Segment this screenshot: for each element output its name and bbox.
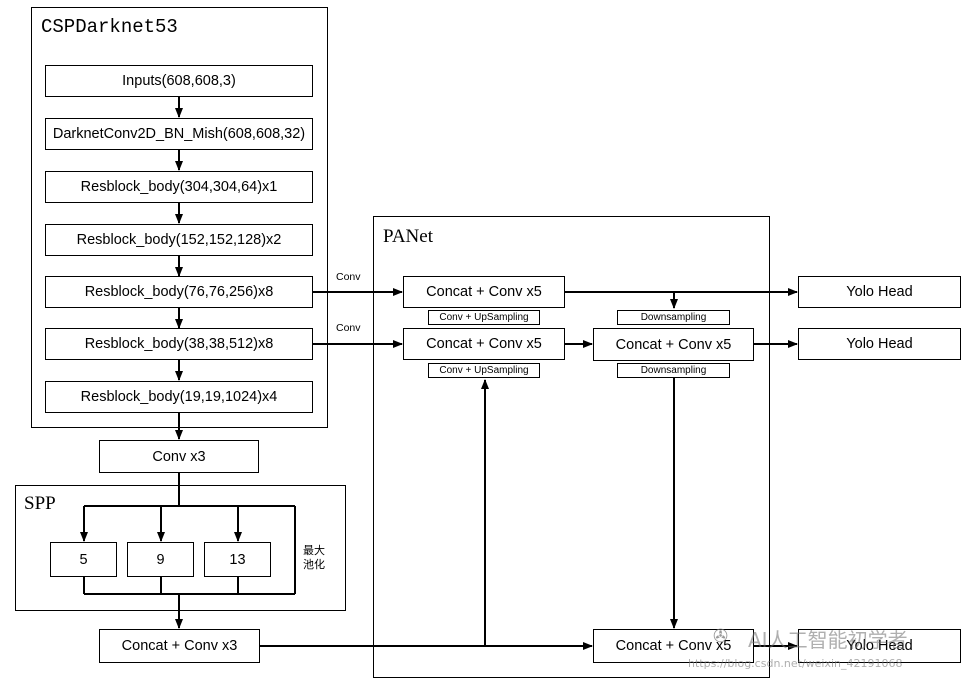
cspdarknet53-title: CSPDarknet53 (41, 16, 178, 38)
backbone-block-resblock-3: Resblock_body(76,76,256)x8 (45, 276, 313, 308)
maxpool-13: 13 (204, 542, 271, 577)
panet-conv-upsampling-1: Conv + UpSampling (428, 310, 540, 325)
yolo-head-3: Yolo Head (798, 629, 961, 663)
backbone-block-resblock-2: Resblock_body(152,152,128)x2 (45, 224, 313, 256)
yolo-head-2: Yolo Head (798, 328, 961, 360)
panet-conv-upsampling-2: Conv + UpSampling (428, 363, 540, 378)
panet-concat-right-mid: Concat + Conv x5 (593, 328, 754, 361)
watermark-brand: AI人工智能初学者 (748, 628, 908, 652)
panet-group (373, 216, 770, 678)
backbone-block-darknetconv: DarknetConv2D_BN_Mish(608,608,32) (45, 118, 313, 150)
backbone-block-resblock-5: Resblock_body(19,19,1024)x4 (45, 381, 313, 413)
spp-title: SPP (24, 493, 56, 514)
backbone-block-resblock-1: Resblock_body(304,304,64)x1 (45, 171, 313, 203)
panet-title: PANet (383, 226, 433, 247)
spp-concat-block: Concat + Conv x3 (99, 629, 260, 663)
backbone-block-inputs: Inputs(608,608,3) (45, 65, 313, 97)
yolo-head-1: Yolo Head (798, 276, 961, 308)
conv-x3-block: Conv x3 (99, 440, 259, 473)
panet-downsampling-1: Downsampling (617, 310, 730, 325)
watermark-url: https://blog.csdn.net/weixin_42191068 (688, 657, 903, 670)
cspdarknet53-group (31, 7, 328, 428)
backbone-block-resblock-4: Resblock_body(38,38,512)x8 (45, 328, 313, 360)
watermark-wechat-icon: ✇ (713, 626, 729, 647)
maxpool-note: 最大池化 (303, 544, 325, 571)
panet-concat-left-top: Concat + Conv x5 (403, 276, 565, 308)
spp-group (15, 485, 346, 611)
maxpool-9: 9 (127, 542, 194, 577)
conv-label-mid: Conv (336, 322, 361, 334)
conv-label-top: Conv (336, 271, 361, 283)
panet-concat-right-bottom: Concat + Conv x5 (593, 629, 754, 663)
maxpool-5: 5 (50, 542, 117, 577)
panet-concat-left-mid: Concat + Conv x5 (403, 328, 565, 360)
panet-downsampling-2: Downsampling (617, 363, 730, 378)
